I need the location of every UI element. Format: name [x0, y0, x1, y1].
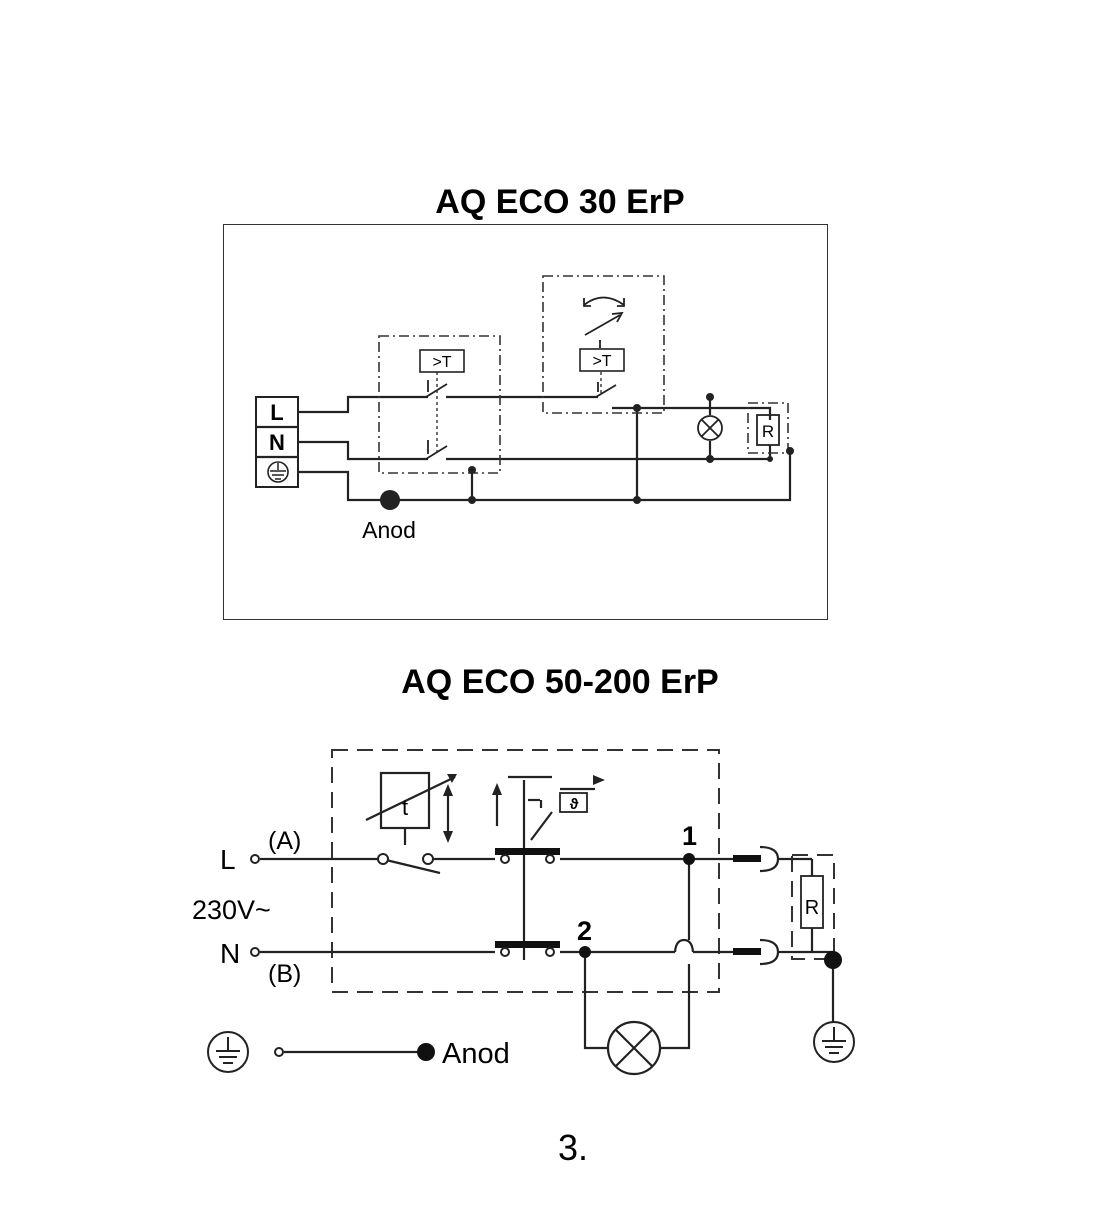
control-unit-enclosure: [331, 749, 720, 993]
figure-number: 3.: [557, 1127, 589, 1168]
diagram-title-aq-eco-30: AQ ECO 30 ErP: [435, 183, 685, 221]
ground-icon: [267, 461, 289, 483]
thermostat-box: [419, 349, 465, 373]
terminal-l: [250, 854, 260, 864]
contactor-bar-n: [495, 941, 560, 948]
limiter-box: [579, 348, 625, 372]
ground-icon-2: [813, 1021, 855, 1063]
ground-icon: [207, 1031, 249, 1073]
thermostat-label: >T: [432, 354, 451, 371]
wiring-diagram-aq-eco-30: [223, 224, 828, 620]
anode-dot: [417, 1043, 435, 1061]
anode-dot: [380, 490, 400, 510]
node-1-dot: [683, 853, 695, 865]
sensor-label: ϑ: [570, 796, 579, 813]
node-2-dot: [579, 946, 591, 958]
anode-label: Anod: [362, 517, 416, 543]
line-terminal-label: (A): [268, 827, 301, 855]
line-label: L: [220, 844, 236, 875]
resistor-label: R: [805, 897, 819, 919]
neutral-label: N: [220, 938, 240, 969]
timer-label: t: [402, 795, 408, 820]
neutral-terminal-label: (B): [268, 960, 301, 988]
node-1-label: 1: [682, 821, 697, 851]
limiter-label: >T: [592, 353, 611, 370]
terminal-n: [250, 947, 260, 957]
lamp-icon: [606, 1020, 662, 1076]
anode-label: Anod: [442, 1038, 510, 1070]
lamp-icon: [697, 415, 723, 441]
terminal-l-label: L: [270, 400, 283, 425]
node-2-label: 2: [577, 916, 592, 946]
resistor-box: [800, 875, 824, 929]
diagram-title-aq-eco-50-200: AQ ECO 50-200 ErP: [401, 663, 719, 701]
contactor-bar-l: [495, 848, 560, 855]
sensor-box: [559, 792, 588, 813]
resistor-enclosure: [791, 854, 835, 960]
resistor-label: R: [762, 422, 774, 441]
voltage-label: 230V~: [192, 895, 271, 925]
terminal-n-label: N: [269, 430, 285, 455]
